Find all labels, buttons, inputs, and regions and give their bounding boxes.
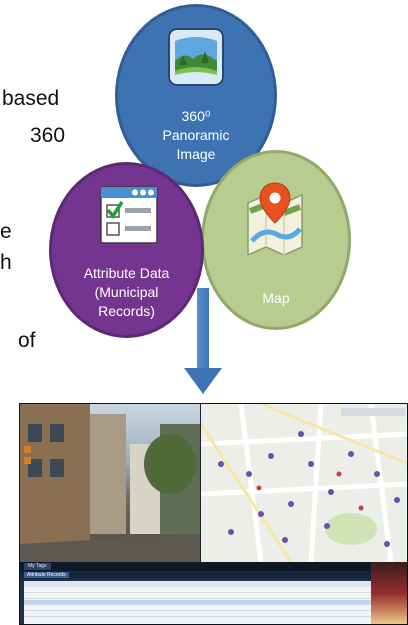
application-screenshot: My Tags Save Tags Attribute Records <box>19 403 408 625</box>
down-arrow-shaft <box>197 288 209 368</box>
table-row[interactable] <box>24 606 372 611</box>
attribute-label-line-3: Records) <box>98 302 155 319</box>
side-text-based: based <box>2 87 60 110</box>
table-header <box>24 581 372 587</box>
panoramic-label-line-2: Panoramic <box>162 126 230 143</box>
table-row[interactable] <box>24 600 372 605</box>
map-pin-icon <box>244 181 306 260</box>
table-row[interactable] <box>24 588 372 593</box>
panoramic-image-label: 360⁰ Panoramic Image <box>118 107 274 164</box>
side-text-h: h <box>0 251 12 274</box>
map-label-line-1: Map <box>262 290 290 306</box>
street-scene-image <box>20 404 200 562</box>
attribute-records-panel: My Tags Save Tags Attribute Records <box>20 562 407 624</box>
side-text-360: 360 <box>30 124 66 147</box>
tab-attribute-records[interactable]: Attribute Records <box>24 572 69 578</box>
panoramic-image-circle: 360⁰ Panoramic Image <box>115 4 277 187</box>
map-label: Map <box>204 289 348 308</box>
attribute-label-line-1: Attribute Data <box>83 265 170 281</box>
panel-tab-bar: My Tags Save Tags <box>20 562 407 571</box>
down-arrow-head <box>184 368 222 394</box>
records-table <box>24 581 372 624</box>
attribute-data-circle: Attribute Data (Municipal Records) <box>49 162 204 338</box>
side-text-e: e <box>0 220 12 243</box>
street-map-image <box>199 404 407 563</box>
map-circle: Map <box>201 150 351 330</box>
map-view <box>199 404 407 563</box>
table-row[interactable] <box>24 594 372 599</box>
street-panorama-view <box>20 404 200 562</box>
panorama-image-icon <box>167 27 225 92</box>
tab-my-tags[interactable]: My Tags <box>24 563 51 570</box>
photo-thumbnail <box>371 562 407 624</box>
panel-subtab-bar: Attribute Records <box>20 571 407 579</box>
panoramic-label-line-1: 360⁰ <box>181 108 211 124</box>
attribute-label-line-2: (Municipal <box>94 283 159 300</box>
table-row[interactable] <box>24 612 372 617</box>
attribute-data-label: Attribute Data (Municipal Records) <box>52 264 201 321</box>
panoramic-label-line-3: Image <box>176 145 216 162</box>
form-checklist-icon <box>99 185 159 250</box>
side-text-of: of <box>18 329 36 352</box>
